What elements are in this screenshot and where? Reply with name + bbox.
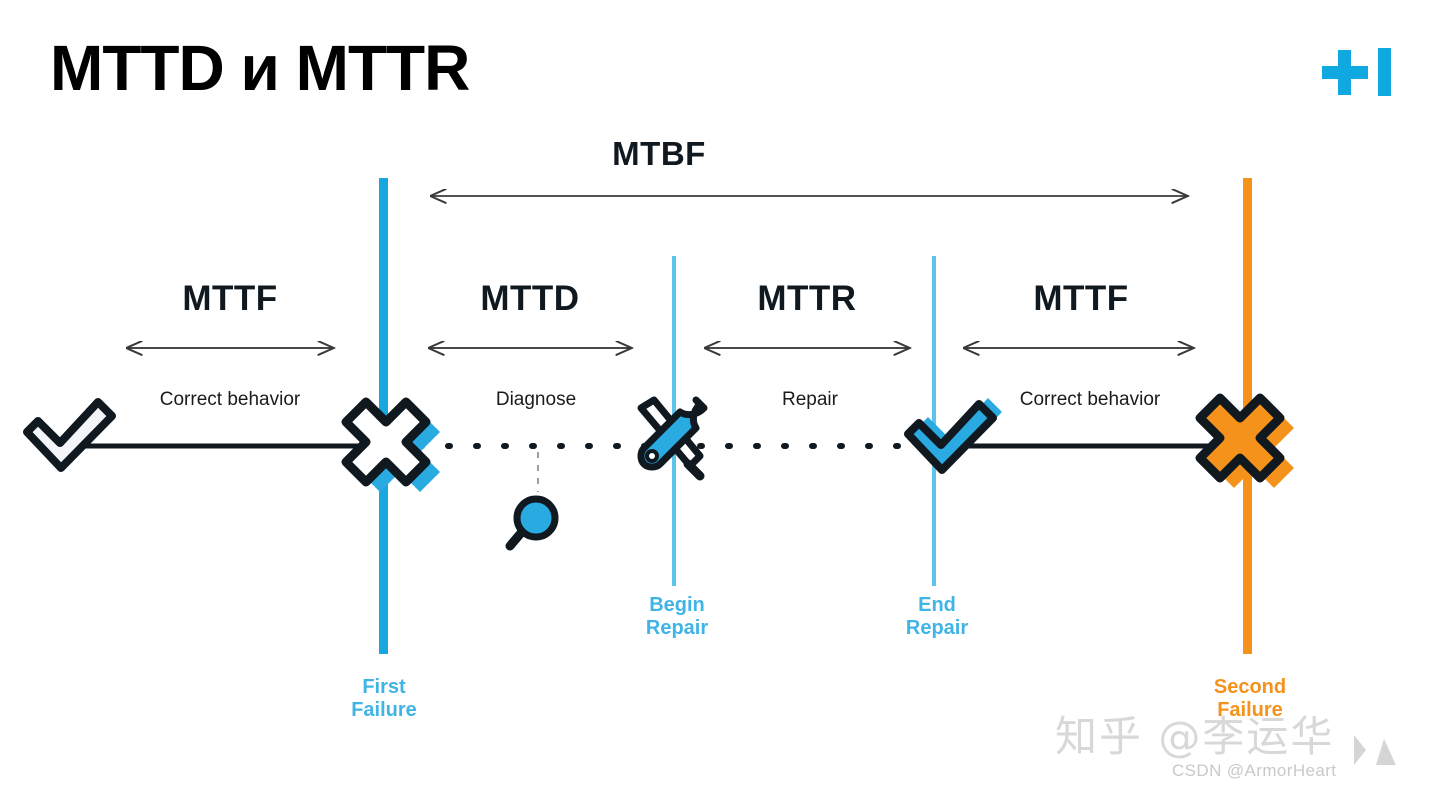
- marker-caption-first-failure-line2: Failure: [351, 699, 417, 721]
- check-mark-icon: [23, 398, 116, 472]
- play-triangle-icon: [1352, 733, 1398, 767]
- marker-caption-second-failure: Second Failure: [1130, 676, 1370, 722]
- x-cross-icon-first-failure: [341, 397, 440, 492]
- segment-caption-mttd: Diagnose: [495, 389, 577, 410]
- segment-label-mttd: MTTD: [480, 279, 580, 318]
- marker-caption-begin-repair-line2: Repair: [645, 617, 709, 639]
- segment-caption-mttf-1: Correct behavior: [159, 389, 301, 410]
- marker-caption-second-failure-line2: Failure: [1217, 699, 1283, 721]
- plus-i-logo: [1320, 44, 1398, 100]
- marker-caption-end-repair-line2: Repair: [905, 617, 969, 639]
- wrench-screwdriver-icon: [637, 396, 708, 481]
- marker-caption-begin-repair: Begin Repair: [557, 594, 797, 640]
- marker-caption-end-repair: End Repair: [817, 594, 1057, 640]
- segment-caption-mttf-2: Correct behavior: [1019, 389, 1161, 410]
- marker-line-end-repair: [932, 256, 936, 586]
- marker-caption-end-repair-line1: End: [918, 594, 956, 616]
- watermark-zhihu: 知乎 @李运华: [1055, 712, 1335, 761]
- segment-label-mttf-1: MTTF: [182, 279, 278, 318]
- marker-caption-first-failure-line1: First: [362, 676, 406, 698]
- marker-caption-second-failure-line1: Second: [1213, 676, 1287, 698]
- watermark-csdn: CSDN @ArmorHeart: [1172, 761, 1337, 780]
- magnifier-icon: [505, 495, 559, 551]
- segment-label-mttr: MTTR: [757, 279, 857, 318]
- marker-caption-begin-repair-line1: Begin: [649, 594, 705, 616]
- mtbf-label: MTBF: [612, 135, 706, 172]
- page-title: MTTD и MTTR: [50, 32, 470, 104]
- segment-caption-mttr: Repair: [782, 389, 838, 410]
- marker-caption-first-failure: First Failure: [264, 676, 504, 722]
- segment-label-mttf-2: MTTF: [1033, 279, 1129, 318]
- check-mark-icon-end-repair: [904, 398, 1002, 474]
- x-cross-icon-second-failure: [1195, 393, 1294, 488]
